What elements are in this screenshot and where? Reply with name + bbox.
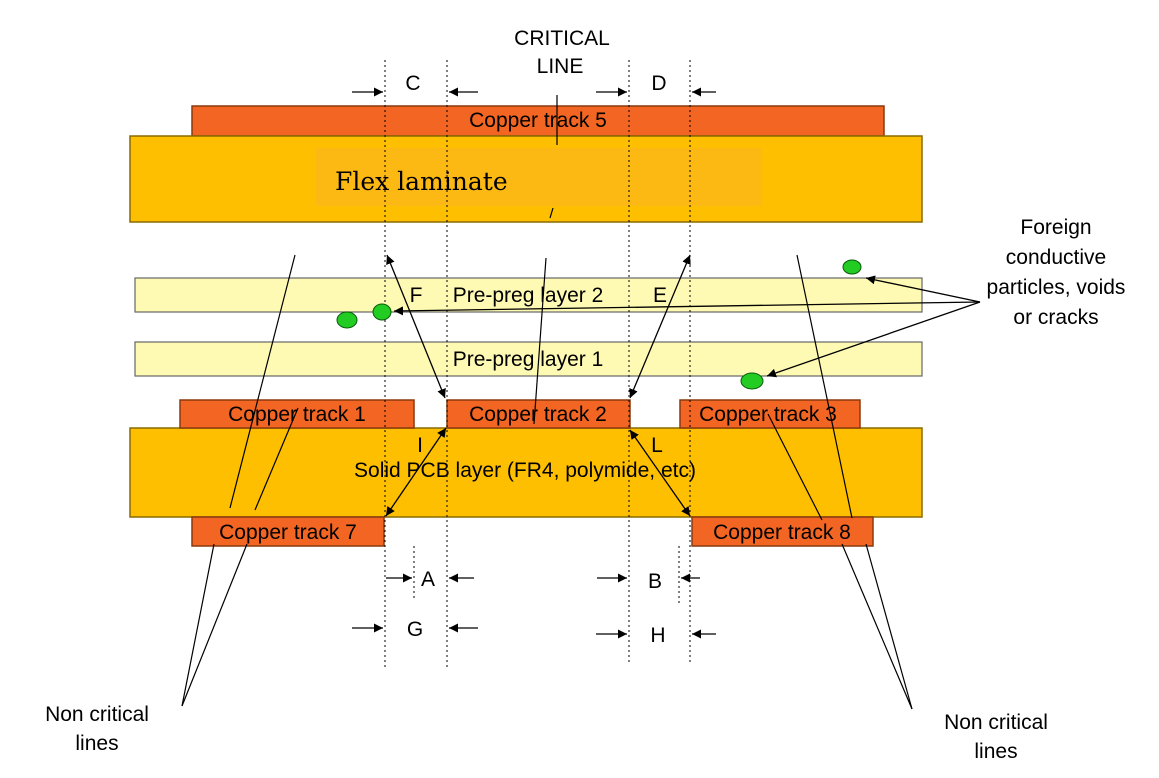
prepreg-layer-2	[134, 277, 923, 313]
copper-track-2-label: Copper track 2	[469, 403, 607, 426]
non-critical-left-2: lines	[75, 732, 118, 755]
copper-track-5	[191, 105, 885, 137]
clearance-arrows	[352, 87, 981, 639]
dim-d: D	[651, 72, 666, 95]
foreign-label-1: Foreign	[1020, 216, 1091, 239]
non-critical-lines	[181, 254, 913, 710]
critical-line-lower	[533, 257, 547, 425]
foreign-label-2: conductive	[1006, 246, 1106, 269]
non-critical-right-1: Non critical	[944, 711, 1048, 734]
flex-laminate-highlight	[316, 148, 762, 206]
copper-track-5-label: Copper track 5	[469, 109, 607, 132]
solid-pcb-label: Solid PCB layer (FR4, polymide, etc)	[354, 459, 696, 482]
particle-pointer	[865, 275, 981, 303]
copper-track-7	[191, 516, 385, 547]
critical-line-mid	[549, 207, 554, 219]
foreign-label-3: particles, voids	[987, 276, 1126, 299]
copper-track-3-label: Copper track 3	[699, 403, 837, 426]
dim-g: G	[407, 618, 423, 641]
non-critical-line	[796, 254, 853, 519]
non-critical-left-1: Non critical	[45, 703, 149, 726]
non-critical-line	[767, 413, 823, 521]
arrow-e	[629, 254, 691, 399]
arrow-f	[386, 254, 446, 399]
particle-pointer	[766, 301, 981, 378]
particle-pointer	[393, 301, 981, 316]
non-critical-line	[229, 254, 296, 509]
arrow-l	[629, 429, 691, 517]
foreign-label-4: or cracks	[1013, 306, 1098, 329]
non-critical-line	[181, 543, 248, 707]
non-critical-line	[865, 543, 913, 710]
flex-laminate-label: Flex laminate	[335, 167, 508, 196]
dim-b: B	[648, 570, 662, 593]
critical-line	[533, 95, 558, 425]
prepreg-layer-1-label: Pre-preg layer 1	[453, 348, 604, 371]
non-critical-right-2: lines	[974, 740, 1017, 763]
dim-a: A	[421, 568, 435, 591]
copper-track-1-label: Copper track 1	[228, 403, 366, 426]
particle	[740, 372, 764, 390]
prepreg-layer-1	[134, 341, 923, 377]
particle	[336, 311, 358, 329]
dim-f: F	[410, 284, 423, 307]
copper-track-8	[691, 516, 874, 547]
non-critical-line	[254, 407, 299, 511]
dim-l: L	[651, 434, 663, 457]
copper-track-7-label: Copper track 7	[219, 521, 357, 544]
critical-line-label-2: LINE	[537, 55, 584, 78]
arrow-i	[385, 427, 447, 517]
dim-e: E	[653, 284, 667, 307]
prepreg-layer-2-label: Pre-preg layer 2	[453, 284, 604, 307]
dim-h: H	[650, 624, 665, 647]
copper-track-1	[179, 399, 415, 429]
dim-i: I	[417, 434, 423, 457]
solid-pcb-layer	[129, 427, 923, 518]
dim-c: C	[405, 72, 420, 95]
non-critical-line	[841, 543, 913, 710]
particle	[842, 259, 862, 275]
critical-line-label-1: CRITICAL	[514, 27, 610, 50]
foreign-particles	[336, 259, 862, 390]
copper-track-2	[446, 399, 631, 429]
particle	[372, 303, 392, 321]
copper-track-8-label: Copper track 8	[713, 521, 851, 544]
non-critical-line	[181, 543, 215, 707]
